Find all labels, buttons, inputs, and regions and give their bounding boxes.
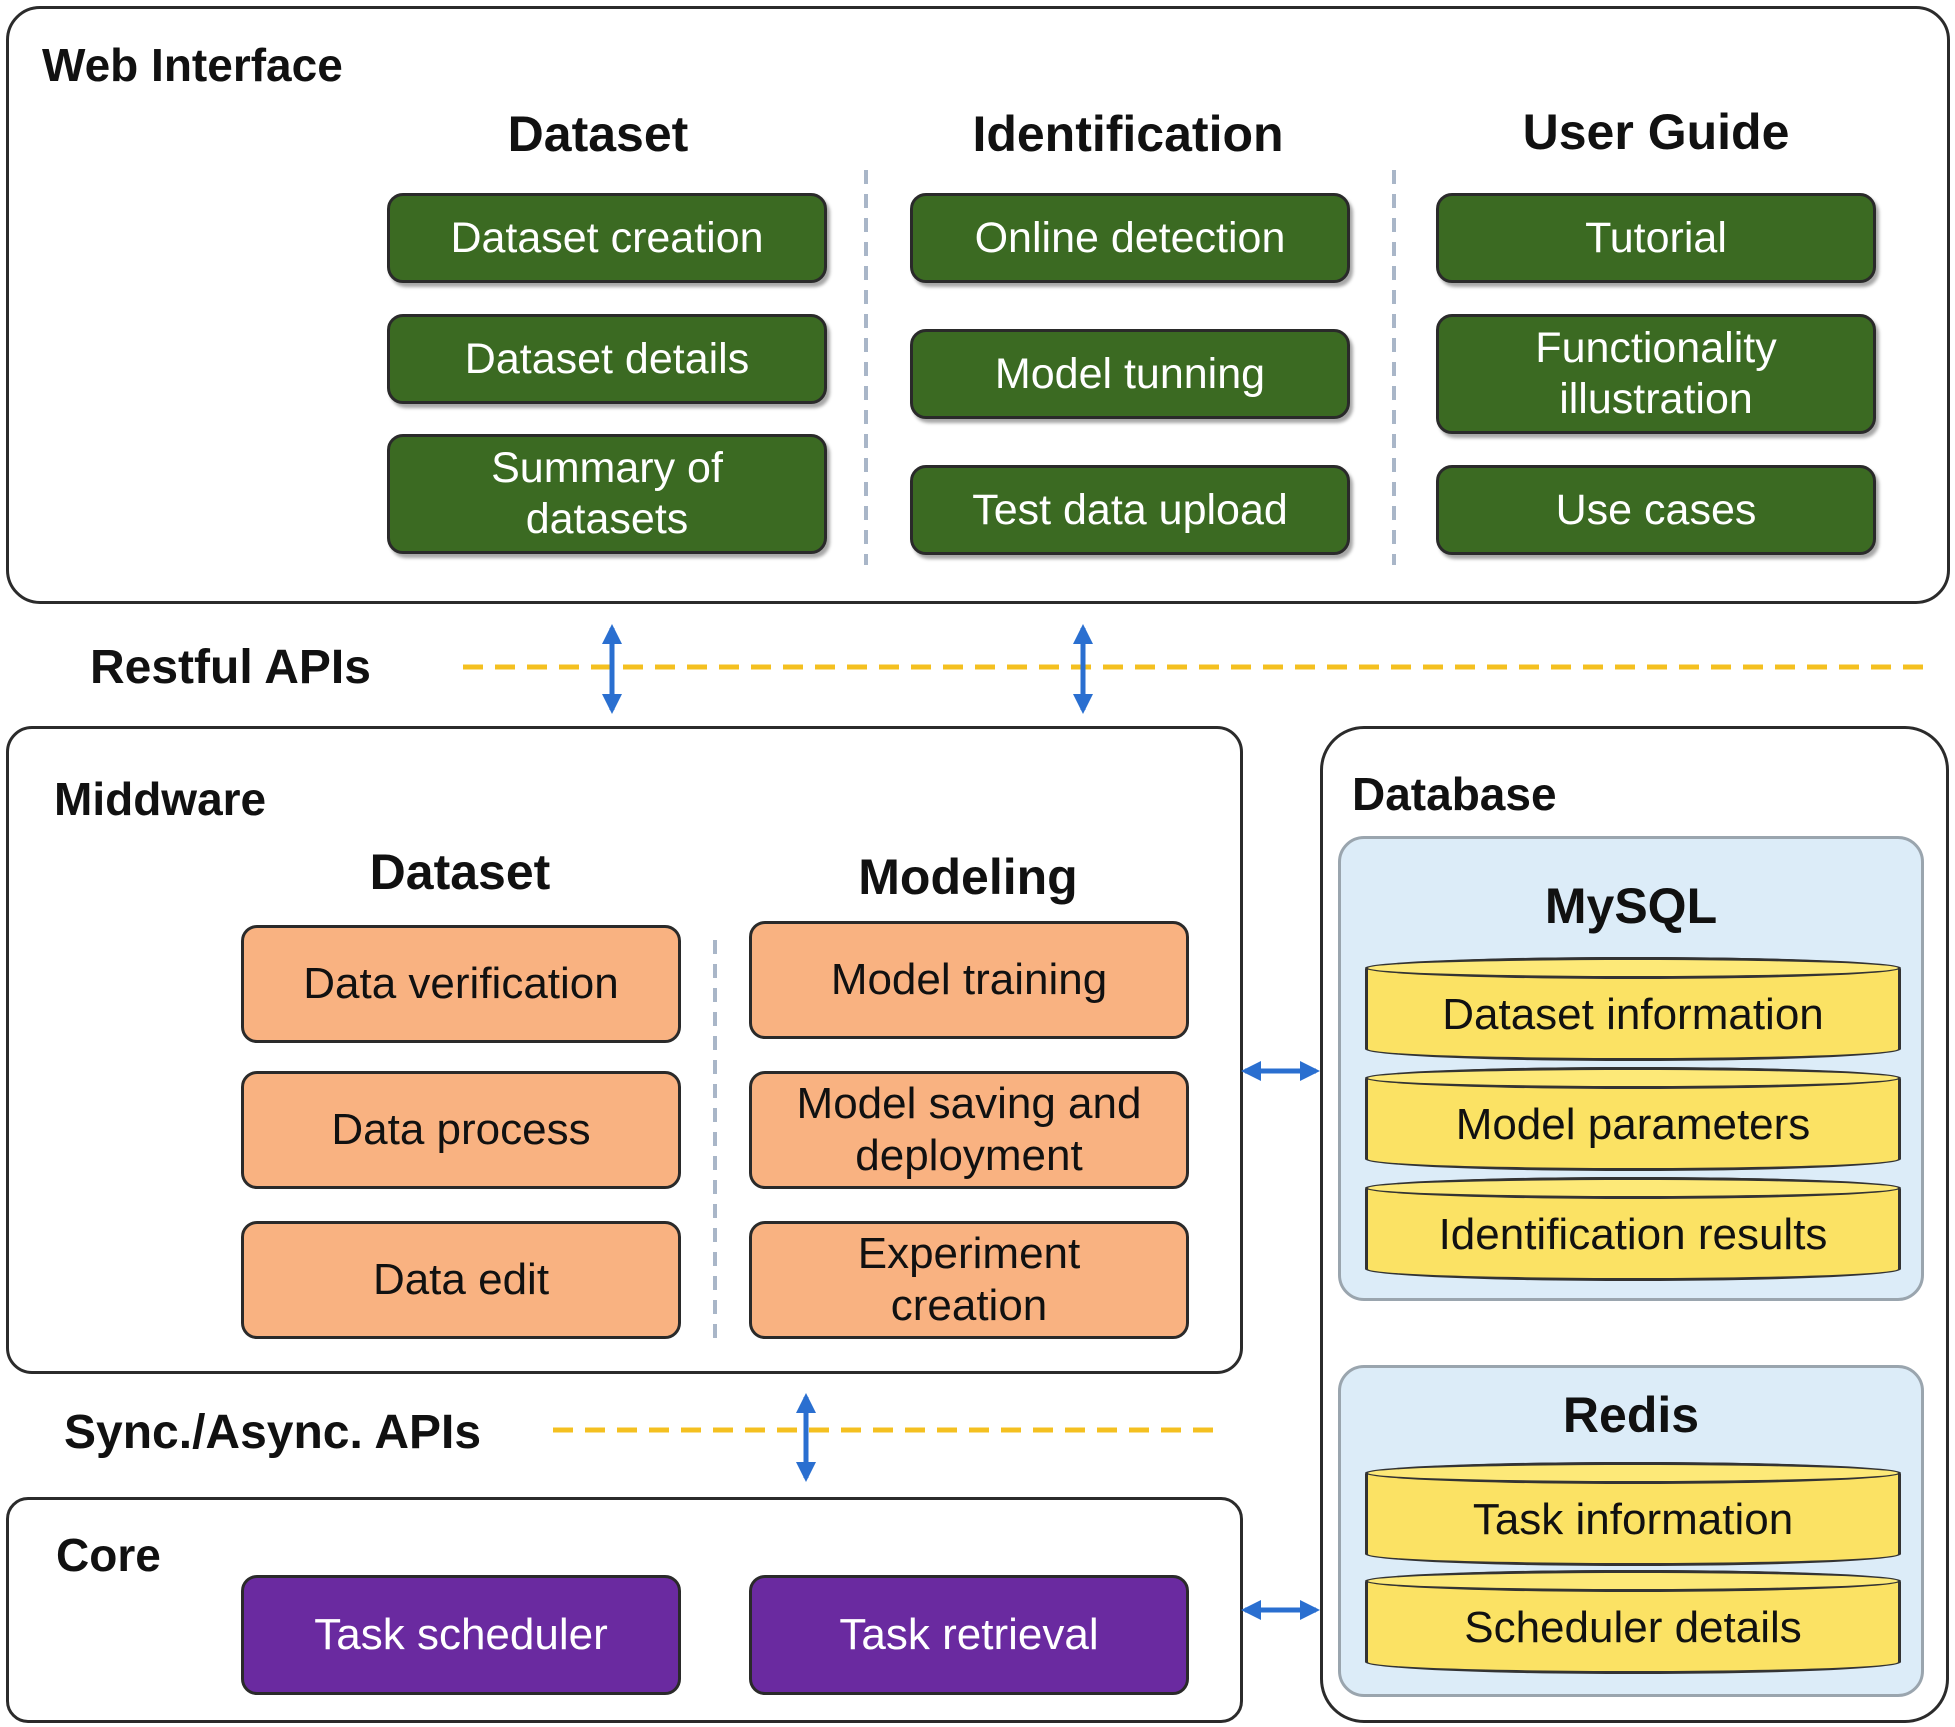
restful-apis-label: Restful APIs xyxy=(90,641,371,694)
redis-group: Redis Task information Scheduler details xyxy=(1338,1365,1924,1697)
core-title: Core xyxy=(56,1529,161,1581)
dataset-creation-box: Dataset creation xyxy=(387,193,827,283)
sync-async-apis-label: Sync./Async. APIs xyxy=(64,1406,482,1459)
scheduler-details-table: Scheduler details xyxy=(1365,1570,1901,1674)
experiment-creation-box: Experiment creation xyxy=(749,1221,1189,1339)
test-data-upload-box: Test data upload xyxy=(910,465,1350,555)
web-identification-heading: Identification xyxy=(972,106,1284,162)
model-parameters-table: Model parameters xyxy=(1365,1067,1901,1171)
web-interface-title: Web Interface xyxy=(42,39,343,91)
middleware-dataset-heading: Dataset xyxy=(369,844,551,900)
mysql-label: MySQL xyxy=(1544,878,1718,934)
use-cases-box: Use cases xyxy=(1436,465,1876,555)
model-saving-deployment-box: Model saving and deployment xyxy=(749,1071,1189,1189)
mysql-group: MySQL Dataset information Model paramete… xyxy=(1338,836,1924,1301)
model-training-box: Model training xyxy=(749,921,1189,1039)
task-scheduler-box: Task scheduler xyxy=(241,1575,681,1695)
functionality-illustration-box: Functionality illustration xyxy=(1436,314,1876,434)
dataset-details-box: Dataset details xyxy=(387,314,827,404)
data-edit-box: Data edit xyxy=(241,1221,681,1339)
tutorial-box: Tutorial xyxy=(1436,193,1876,283)
data-verification-box: Data verification xyxy=(241,925,681,1043)
task-retrieval-box: Task retrieval xyxy=(749,1575,1189,1695)
summary-of-datasets-box: Summary of datasets xyxy=(387,434,827,554)
dataset-information-table: Dataset information xyxy=(1365,957,1901,1061)
online-detection-box: Online detection xyxy=(910,193,1350,283)
web-user-guide-heading: User Guide xyxy=(1522,104,1790,160)
middleware-title: Middware xyxy=(54,773,267,825)
redis-label: Redis xyxy=(1562,1387,1700,1443)
identification-results-table: Identification results xyxy=(1365,1177,1901,1281)
task-information-table: Task information xyxy=(1365,1462,1901,1566)
middleware-modeling-heading: Modeling xyxy=(858,849,1078,905)
model-tunning-box: Model tunning xyxy=(910,329,1350,419)
data-process-box: Data process xyxy=(241,1071,681,1189)
database-title: Database xyxy=(1352,768,1557,820)
web-dataset-heading: Dataset xyxy=(507,106,689,162)
